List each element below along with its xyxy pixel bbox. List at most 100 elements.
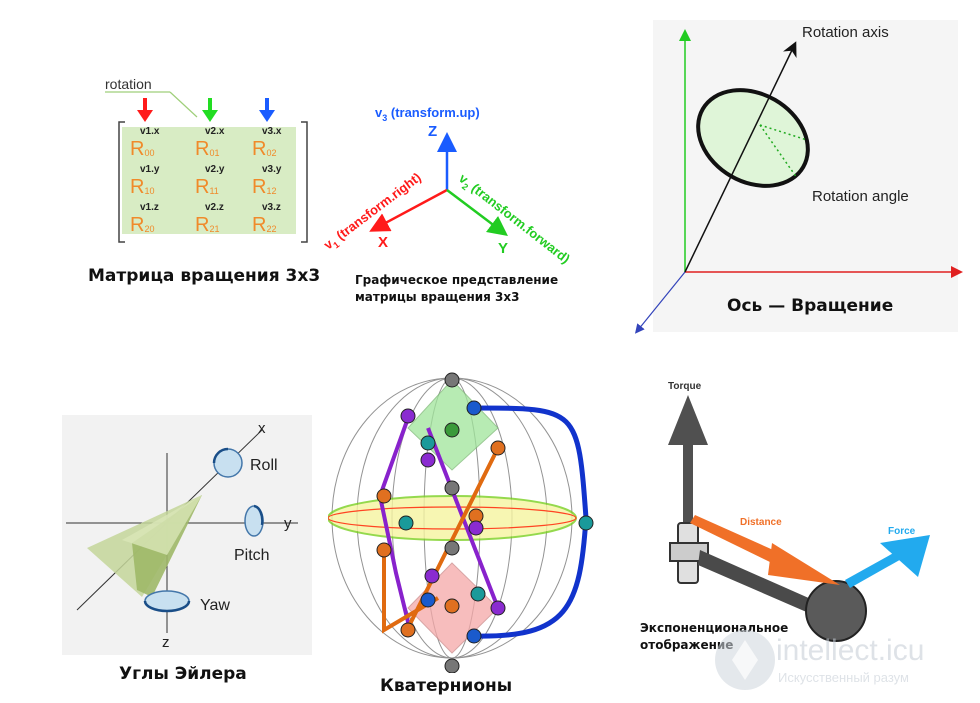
pitch-arrow-icon — [253, 504, 264, 526]
yaw-label: Yaw — [200, 597, 230, 614]
orange-path-2 — [382, 548, 440, 634]
y-axis-label: Y — [498, 240, 508, 257]
matrix-cell: R01 — [195, 138, 219, 160]
matrix-cells: v1.xR00v2.xR01v3.xR02v1.yR10v2.yR11v3.yR… — [130, 126, 282, 236]
matrix-caption: Матрица вращения 3x3 — [88, 266, 321, 286]
distance-label: Distance — [740, 517, 782, 528]
v2-label: v2 (transform.forward) — [454, 171, 573, 269]
lever-weight — [805, 580, 867, 642]
graphic-caption-line2: матрицы вращения 3x3 — [355, 290, 520, 304]
matrix-cell: R02 — [252, 138, 276, 160]
quaternion-node-icon — [444, 480, 460, 496]
euler-z-label: z — [162, 634, 170, 651]
matrix-cell: R00 — [130, 138, 154, 160]
watermark-subtitle: Искусственный разум — [778, 670, 909, 685]
graphic-caption-line1: Графическое представление — [355, 273, 559, 287]
euler-caption: Углы Эйлера — [119, 664, 247, 684]
euler-x-label: x — [258, 420, 266, 437]
quaternion-figure — [327, 372, 594, 674]
rotation-matrix-figure: rotation v1.xR00v2.xR01v3.xR02v1.yR10v2.… — [105, 76, 308, 243]
basis-vectors-figure: Z X Y v3 (transform.up) v1 (transform.ri… — [321, 105, 573, 269]
matrix-column-label: v2.z — [205, 202, 224, 213]
distance-arrow-shaft — [690, 515, 780, 563]
quaternion-node-icon — [420, 452, 436, 468]
pitch-label: Pitch — [234, 547, 270, 564]
quaternion-node-icon — [420, 435, 436, 451]
matrix-column-label: v3.x — [262, 126, 282, 137]
v1-label: v1 (transform.right) — [321, 170, 426, 255]
matrix-column-label: v1.z — [140, 202, 159, 213]
matrix-cell: R22 — [252, 214, 276, 236]
graphic-caption: Графическое представление матрицы вращен… — [355, 272, 558, 306]
matrix-column-label: v1.y — [140, 164, 160, 175]
watermark-logo-icon — [715, 630, 775, 690]
euler-figure: x y z Roll Pitch Yaw — [62, 415, 312, 655]
column-arrow-icon — [202, 110, 218, 122]
watermark-figure: intellect.icu Искусственный разум — [715, 630, 924, 690]
distance-arrow-head — [768, 543, 840, 585]
airplane-tail — [122, 495, 202, 555]
rotation-axis-label: Rotation axis — [802, 24, 889, 41]
quaternion-node-icon — [578, 515, 594, 531]
exp-map-caption-line2: отображение — [640, 638, 734, 652]
quaternion-node-icon — [470, 586, 486, 602]
quaternion-node-icon — [466, 400, 482, 416]
matrix-column-label: v1.x — [140, 126, 160, 137]
force-arrow-head — [880, 535, 930, 577]
matrix-cell: R20 — [130, 214, 154, 236]
quaternion-node-icon — [400, 622, 416, 638]
quaternion-node-icon — [466, 628, 482, 644]
roll-label: Roll — [250, 457, 278, 474]
euler-y-label: y — [284, 515, 292, 532]
matrix-cell: R11 — [195, 176, 219, 198]
quaternion-node-icon — [468, 520, 484, 536]
lever-arm — [698, 550, 820, 617]
column-arrow-icon — [259, 110, 275, 122]
matrix-column-label: v2.y — [205, 164, 225, 175]
watermark-logo-mark — [732, 640, 758, 680]
matrix-left-bracket — [118, 121, 125, 243]
axis-angle-figure: Rotation axis Rotation angle — [634, 20, 963, 334]
rotation-leader-diagonal — [169, 91, 198, 118]
force-label: Force — [888, 526, 916, 537]
roll-arrow-icon — [212, 447, 229, 464]
angle-ray-1 — [759, 124, 808, 141]
matrix-column-label: v2.x — [205, 126, 225, 137]
y-axis-vector — [446, 189, 508, 237]
exp-map-panel: Torque Distance Force — [640, 375, 945, 645]
quaternion-nodes — [376, 372, 594, 674]
matrix-column-label: v3.z — [262, 202, 281, 213]
x-axis-label: X — [378, 234, 388, 251]
matrix-column-arrows — [137, 98, 275, 122]
torque-figure: Torque Distance Force — [668, 381, 930, 642]
rotation-label: rotation — [105, 76, 152, 92]
torque-arrow-head — [668, 395, 708, 445]
column-arrow-icon — [137, 110, 153, 122]
quaternion-node-icon — [444, 540, 460, 556]
quaternion-node-icon — [400, 408, 416, 424]
euler-panel: x y z Roll Pitch Yaw — [62, 415, 312, 655]
quaternion-node-icon — [444, 422, 460, 438]
angle-ray-2 — [759, 124, 798, 179]
axis-angle-background — [653, 20, 958, 332]
quaternion-node-icon — [490, 600, 506, 616]
matrix-column-label: v3.y — [262, 164, 282, 175]
quaternion-node-icon — [424, 568, 440, 584]
z-axis-label: Z — [428, 123, 437, 140]
yaw-arrow-icon — [143, 600, 191, 613]
axis-angle-panel: Rotation axis Rotation angle — [625, 10, 970, 340]
axis-angle-caption: Ось — Вращение — [727, 296, 894, 316]
matrix-cell: R21 — [195, 214, 219, 236]
torque-label: Torque — [668, 381, 702, 392]
watermark: intellect.icu Искусственный разум — [712, 622, 972, 692]
torque-arrow-shaft — [683, 445, 693, 525]
pivot-collar — [669, 542, 709, 562]
matrix-background — [122, 127, 296, 234]
quaternion-node-icon — [376, 542, 392, 558]
graphic-representation-panel: Z X Y v3 (transform.up) v1 (transform.ri… — [300, 90, 600, 280]
v3-label: v3 (transform.up) — [375, 105, 480, 123]
quaternion-node-icon — [490, 440, 506, 456]
quaternion-node-icon — [444, 372, 460, 388]
depth-axis — [634, 271, 686, 334]
